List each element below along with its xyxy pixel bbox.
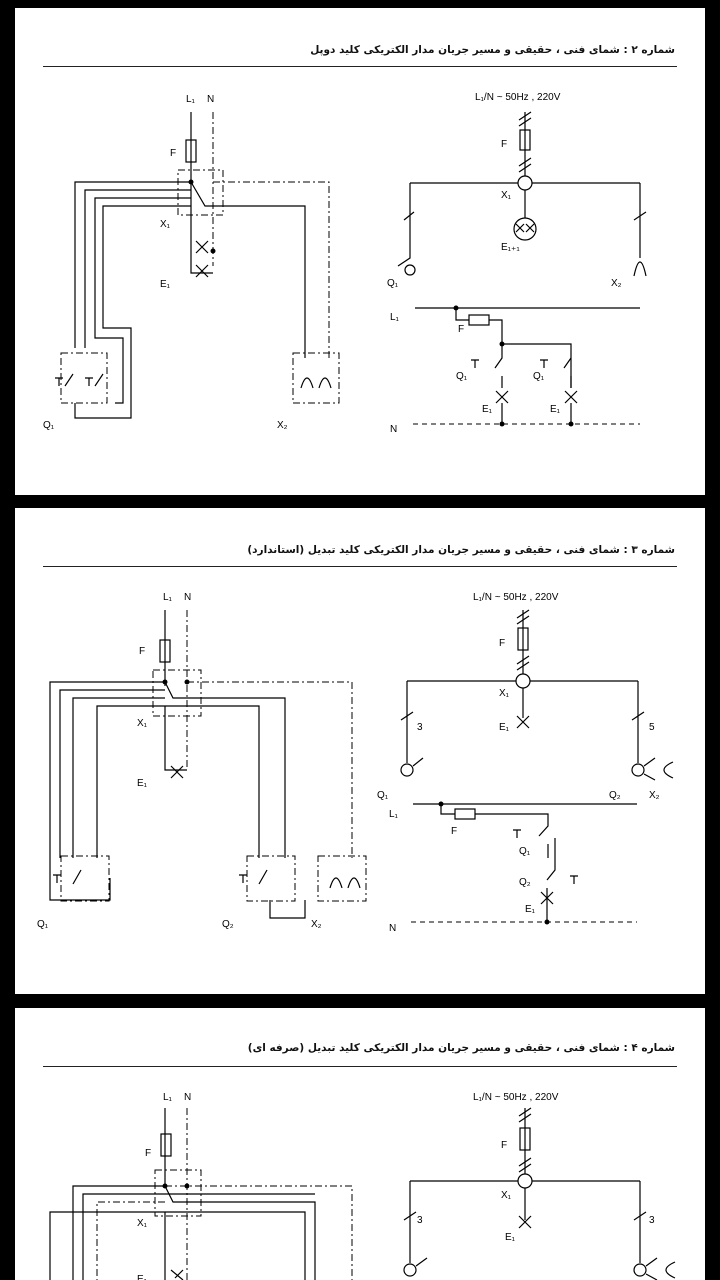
label-x2-sch: X₂ — [611, 278, 622, 289]
label-f-sch: F — [501, 139, 507, 150]
label-f-sch: F — [501, 1140, 507, 1151]
label-l1-sch: L₁ — [390, 312, 400, 323]
label-n-sch: N — [389, 923, 396, 934]
label-x1: X₁ — [137, 1218, 148, 1229]
label-x1-sch: X₁ — [499, 688, 510, 699]
junction-node — [517, 175, 533, 191]
label-n: N — [184, 592, 191, 603]
label-n3: 3 — [417, 722, 423, 733]
circuit-diagram-two-way-standard: L₁ N F X₁ E₁ Q₁ Q₂ X₂ L₁/N ~ 50Hz , 220V… — [37, 592, 674, 934]
label-q1-sch2: Q₁ — [519, 846, 531, 857]
title-rule — [43, 566, 677, 567]
label-x1-sch: X₁ — [501, 1190, 512, 1201]
label-e1-sch2: E₁ — [525, 904, 536, 915]
label-q2-sch: Q₂ — [609, 790, 621, 801]
circuit-diagram-two-way-economic: L₁ N F X₁ E₁ L₁/N ~ 50Hz , 220V F X₁ E₁ … — [49, 1092, 676, 1280]
label-e11: E₁₊₁ — [501, 242, 520, 253]
lamp-symbol — [513, 217, 537, 241]
label-f-sch: F — [499, 638, 505, 649]
label-q1: Q₁ — [37, 919, 49, 930]
label-n: N — [184, 1092, 191, 1103]
label-q1-sch: Q₁ — [377, 790, 389, 801]
label-e1-sch: E₁ — [499, 722, 510, 733]
label-x1: X₁ — [160, 219, 171, 230]
diagram-card-4: شماره ۴ : شمای فنی ، حقیقی و مسیر جریان … — [15, 1008, 705, 1280]
label-e1: E₁ — [137, 778, 148, 789]
label-q1-sch: Q₁ — [387, 278, 399, 289]
label-l1: L₁ — [186, 94, 196, 105]
lamp-x-2 — [195, 264, 209, 278]
label-n-sch: N — [390, 424, 397, 435]
label-f: F — [170, 148, 176, 159]
title-rule — [43, 1066, 677, 1067]
label-x2: X₂ — [277, 420, 288, 431]
socket-symbol — [300, 377, 332, 389]
diagram-title: شماره ۴ : شمای فنی ، حقیقی و مسیر جریان … — [247, 1042, 675, 1054]
label-e1-sch: E₁ — [505, 1232, 516, 1243]
label-q1-sch3: Q₁ — [533, 371, 545, 382]
label-e1: E₁ — [137, 1274, 148, 1280]
label-e1-sch: E₁ — [482, 404, 493, 415]
circuit-diagram-double-switch: L₁ N F X₁ E₁ Q₁ X₂ L₁/N ~ 50Hz , 220V F … — [43, 92, 647, 435]
diagram-card-3: شماره ۳ : شمای فنی ، حقیقی و مسیر جریان … — [15, 508, 705, 994]
label-x2: X₂ — [311, 919, 322, 930]
label-n5: 5 — [649, 722, 655, 733]
label-n3a: 3 — [417, 1215, 423, 1226]
supply-label: L₁/N ~ 50Hz , 220V — [475, 92, 561, 103]
label-l1: L₁ — [163, 1092, 173, 1103]
supply-label: L₁/N ~ 50Hz , 220V — [473, 592, 559, 603]
label-q2: Q₂ — [222, 919, 234, 930]
label-n3b: 3 — [649, 1215, 655, 1226]
lamp-x-1 — [195, 240, 209, 254]
junction-box — [177, 169, 224, 216]
label-q1-sch2: Q₁ — [456, 371, 468, 382]
label-f: F — [139, 646, 145, 657]
diagram-card-2: شماره ۲ : شمای فنی ، حقیقی و مسیر جریان … — [15, 8, 705, 495]
label-n: N — [207, 94, 214, 105]
label-e1: E₁ — [160, 279, 171, 290]
label-q1: Q₁ — [43, 420, 55, 431]
label-x2-sch: X₂ — [649, 790, 660, 801]
label-f-sch2: F — [458, 324, 464, 335]
label-e1-sch2: E₁ — [550, 404, 561, 415]
socket-box-x2 — [292, 352, 340, 404]
label-l1: L₁ — [163, 592, 173, 603]
diagram-title: شماره ۲ : شمای فنی ، حقیقی و مسیر جریان … — [310, 44, 675, 56]
title-rule — [43, 66, 677, 67]
fuse — [185, 139, 197, 163]
label-x1: X₁ — [137, 718, 148, 729]
label-f: F — [145, 1148, 151, 1159]
diagram-title: شماره ۳ : شمای فنی ، حقیقی و مسیر جریان … — [247, 544, 675, 556]
label-q2-sch2: Q₂ — [519, 877, 531, 888]
label-x1-sch: X₁ — [501, 190, 512, 201]
label-f-sch2: F — [451, 826, 457, 837]
label-l1-sch: L₁ — [389, 809, 399, 820]
supply-label: L₁/N ~ 50Hz , 220V — [473, 1092, 559, 1103]
